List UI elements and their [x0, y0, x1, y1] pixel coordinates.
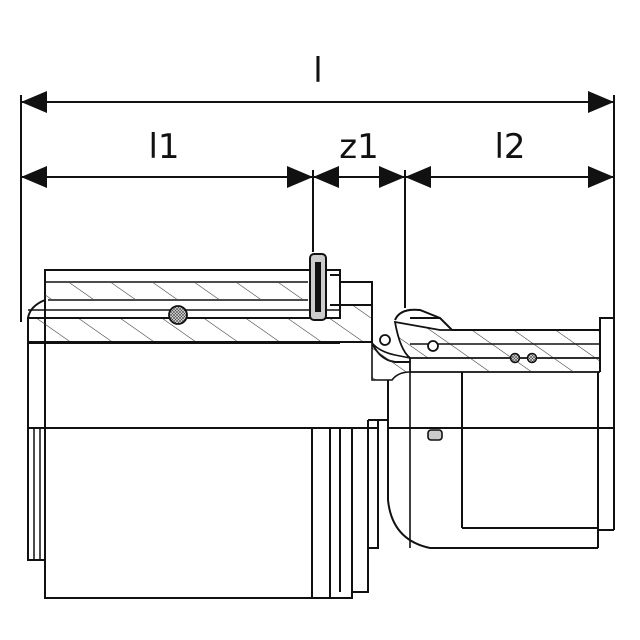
reducer-transition	[371, 334, 431, 549]
arrowhead-overall-right	[588, 91, 614, 113]
arrowhead-l2-left	[405, 166, 431, 188]
right-sleeve-flare	[394, 308, 441, 321]
left-body-outline	[27, 342, 379, 599]
label-z1: z1	[339, 127, 378, 167]
arrowhead-overall-left	[21, 91, 47, 113]
right-retainer-pin	[427, 340, 439, 352]
left-sleeve-hatched-section	[27, 304, 373, 343]
press-indicator-pin-core	[315, 262, 321, 312]
left-sleeve-end-curve	[27, 299, 46, 319]
right-body-end-cap	[597, 529, 614, 548]
right-body-peg	[427, 429, 443, 441]
right-o-ring-2	[526, 352, 538, 364]
label-overall-length: l	[313, 51, 322, 91]
right-o-ring-1	[509, 352, 521, 364]
arrowhead-l2-right	[588, 166, 614, 188]
label-l2: l2	[494, 127, 525, 167]
left-fitting-body	[27, 253, 379, 599]
arrowhead-l1-right	[287, 166, 313, 188]
arrowhead-z1-left	[313, 166, 339, 188]
reducer-taper-bottom	[378, 419, 431, 549]
right-sleeve-hatched-section	[393, 320, 601, 359]
label-l1: l1	[148, 127, 179, 167]
inner-collar	[330, 274, 341, 306]
arrowhead-l1-left	[21, 166, 47, 188]
arrowhead-z1-right	[379, 166, 405, 188]
left-sleeve-hatched-wall	[45, 283, 307, 299]
left-o-ring	[168, 305, 188, 325]
right-fitting-body	[388, 308, 615, 549]
right-sleeve-hatched-inner	[462, 358, 600, 372]
reducer-bead	[379, 334, 391, 346]
dimension-lines	[20, 91, 615, 322]
